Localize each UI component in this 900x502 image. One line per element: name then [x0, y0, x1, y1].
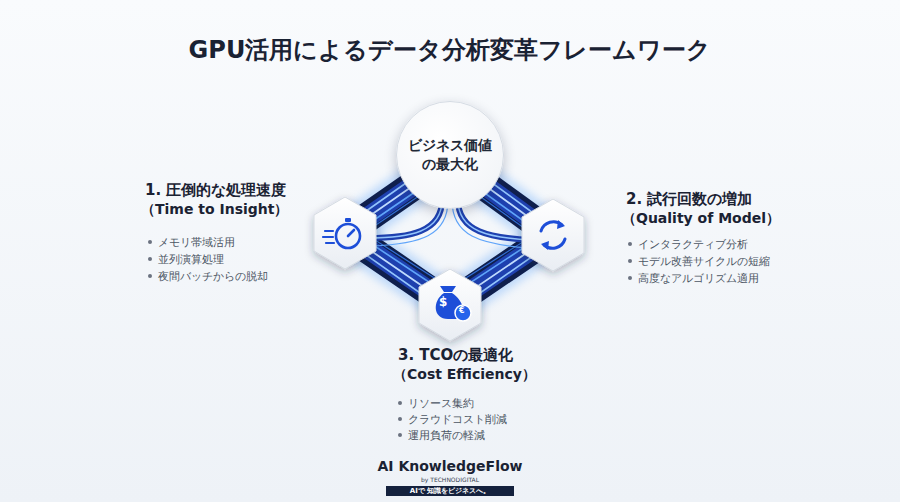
diagram-title: GPU活用によるデータ分析変革フレームワーク: [0, 34, 900, 66]
bullet-dot: [148, 274, 152, 278]
currency-symbol: €: [459, 306, 465, 316]
bullet-dot: [148, 240, 152, 244]
cycle-icon-hex: [522, 199, 584, 271]
section-subheading: （Quality of Model）: [622, 210, 780, 227]
bullet-item: クラウドコスト削減: [408, 413, 507, 426]
section-subheading: （Cost Efficiency）: [393, 366, 536, 383]
bullet-item: メモリ帯域活用: [158, 236, 235, 249]
section-heading: 2. 試行回数の増加: [626, 190, 752, 208]
bullet-dot: [628, 259, 632, 263]
cost-icon-hex: [419, 269, 481, 341]
bullet-dot: [398, 433, 402, 437]
logo-byline: by TECHNODIGITAL: [421, 476, 479, 483]
bullet-item: 並列演算処理: [158, 253, 224, 266]
speed-icon-hex: [314, 197, 376, 269]
bullet-item: 高度なアルゴリズム適用: [638, 272, 759, 285]
bullet-item: リソース集約: [408, 397, 474, 410]
logo-tagline: AIで 知識をビジネスへ。: [386, 486, 514, 496]
node-text: ビジネス価値の最大化: [407, 136, 493, 174]
bullet-dot: [398, 417, 402, 421]
bullet-item: 運用負荷の軽減: [408, 429, 485, 442]
bullet-dot: [628, 276, 632, 280]
logo-name: AI KnowledgeFlow: [377, 458, 522, 475]
section-heading: 1. 圧倒的な処理速度: [145, 181, 286, 199]
bullet-dot: [628, 242, 632, 246]
bullet-item: 夜間バッチからの脱却: [158, 270, 268, 283]
bullet-dot: [398, 401, 402, 405]
bullet-item: インタラクティブ分析: [638, 238, 748, 251]
section-heading: 3. TCOの最適化: [398, 346, 513, 364]
bullet-item: モデル改善サイクルの短縮: [638, 255, 770, 268]
section-subheading: （Time to Insight）: [141, 201, 288, 218]
bullet-dot: [148, 257, 152, 261]
currency-symbol: $: [439, 295, 447, 309]
value-circle: ビジネス価値の最大化: [396, 101, 504, 209]
